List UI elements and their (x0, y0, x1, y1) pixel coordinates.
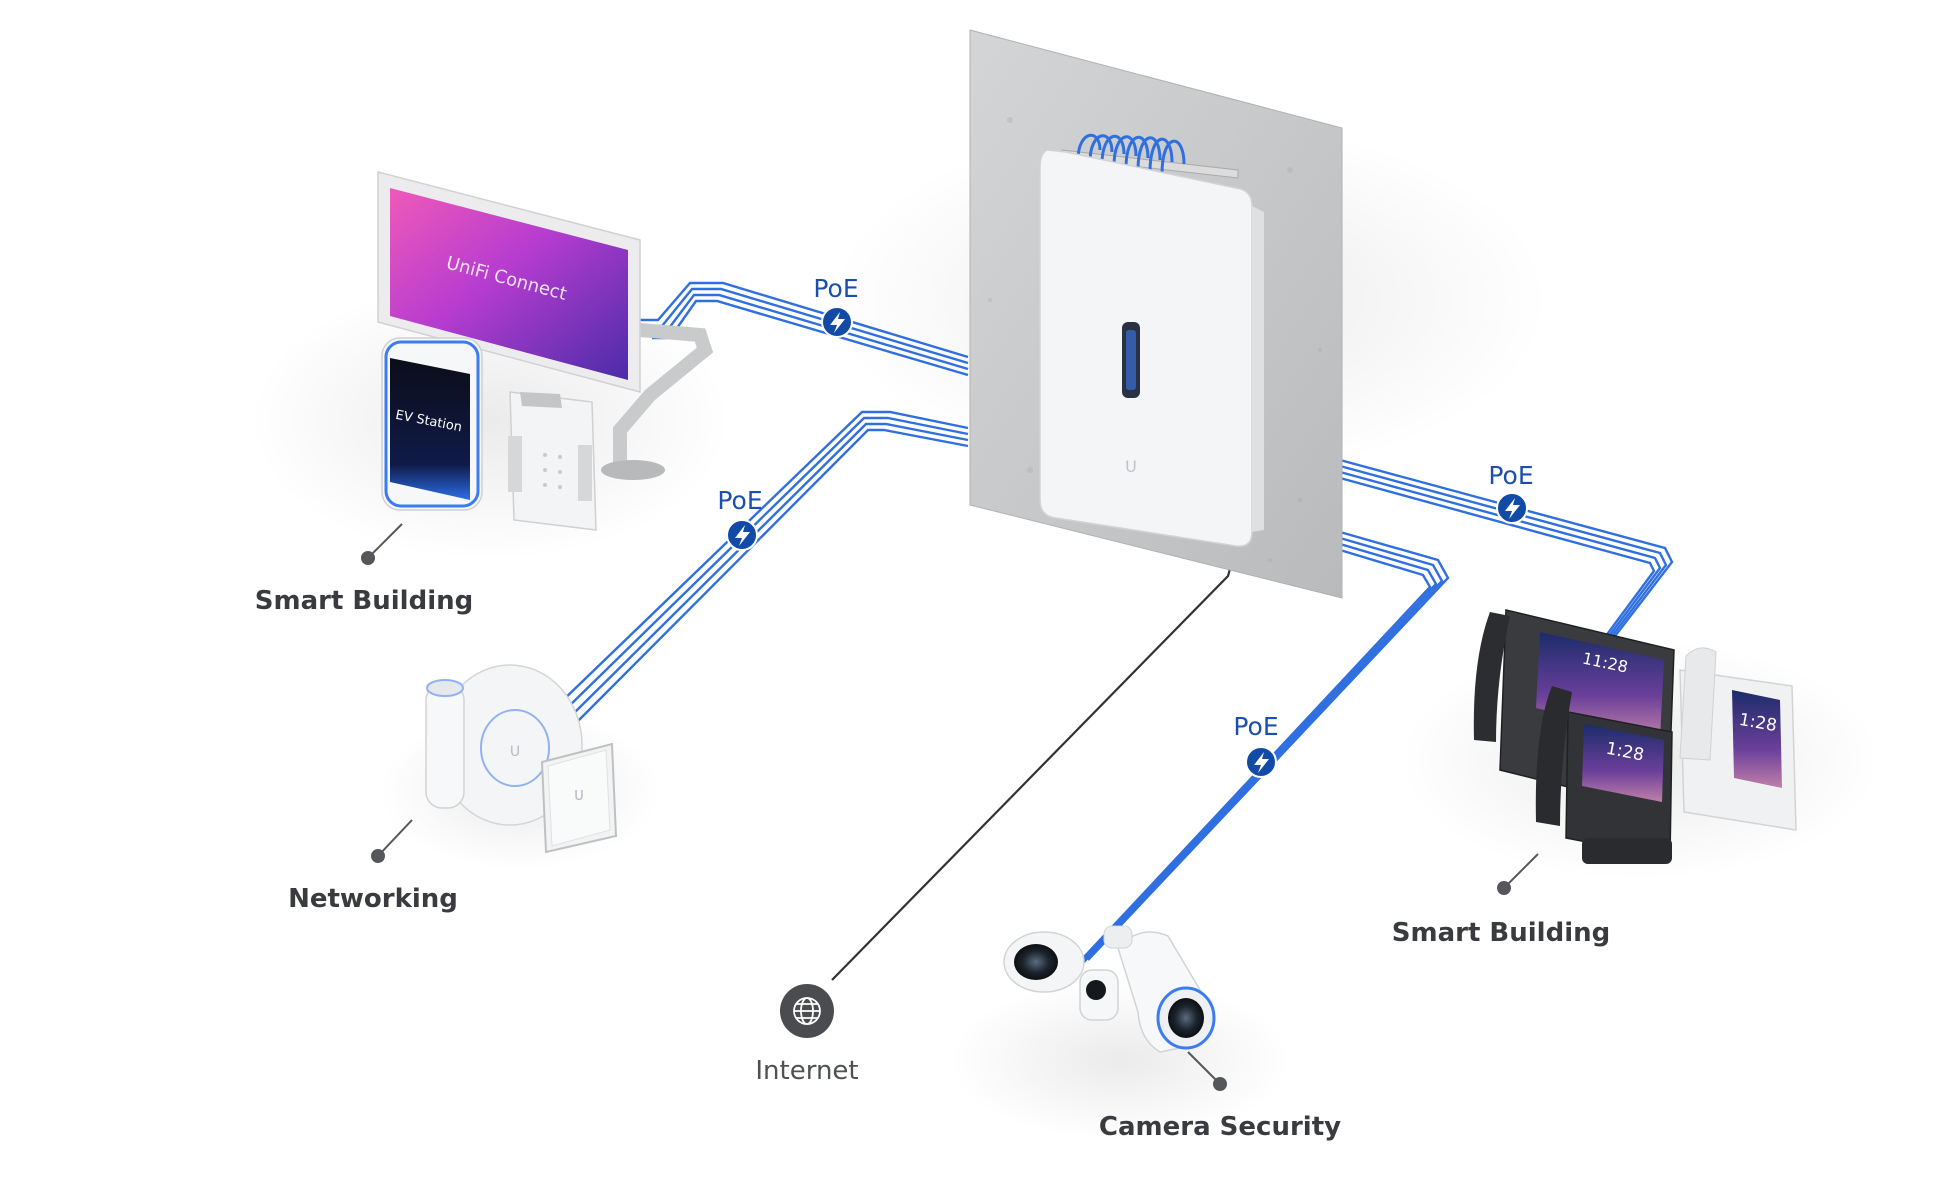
leader-camera-security (1187, 1051, 1227, 1091)
connector-dot-icon (361, 551, 375, 565)
connector-dot-icon (371, 849, 385, 863)
lightning-bolt-icon (830, 312, 845, 333)
phone-handset-a (1473, 612, 1510, 742)
poe-badge-smart-building-left (821, 306, 853, 338)
connector-dot-icon (1497, 881, 1511, 895)
poe-badge-smart-building-right (1496, 492, 1528, 524)
lightning-bolt-icon (735, 525, 750, 546)
gateway-device: U (1039, 149, 1264, 547)
label-smart-building-right: Smart Building (1391, 918, 1611, 948)
networking-devices: U U (425, 664, 618, 854)
poe-label-smart-building-left: PoE (813, 274, 859, 303)
connector-dot-icon (1213, 1077, 1227, 1091)
internet-badge (780, 984, 834, 1038)
monitor-arm-base (601, 460, 665, 480)
leader-smart-building-left (361, 523, 403, 565)
label-networking: Networking (288, 884, 458, 914)
cable-bundle-networking (557, 410, 969, 724)
internet-cable (831, 547, 1238, 981)
camera-security-devices (1003, 925, 1216, 1053)
poe-label-smart-building-right: PoE (1488, 461, 1534, 490)
lightning-bolt-icon (1254, 752, 1269, 773)
lightning-bolt-icon (1505, 498, 1520, 519)
label-camera-security: Camera Security (1098, 1112, 1342, 1142)
label-internet: Internet (755, 1056, 859, 1086)
poe-label-networking: PoE (717, 486, 763, 515)
svg-text:U: U (574, 789, 584, 804)
gateway-top-cables (1076, 133, 1186, 175)
svg-text:U: U (510, 744, 520, 760)
phone-handset-b (1535, 686, 1572, 826)
gateway-logo-icon: U (1125, 457, 1137, 476)
leader-networking (371, 819, 413, 863)
globe-icon (793, 997, 821, 1025)
smart-building-left-devices: UniFi Connect EV Station (377, 171, 714, 531)
label-smart-building-left: Smart Building (254, 586, 474, 616)
poe-badge-networking (726, 519, 758, 551)
poe-badge-camera-security (1245, 746, 1277, 778)
leader-smart-building-right (1497, 853, 1539, 895)
smart-building-right-devices: 11:28 1:28 1:28 (1473, 609, 1797, 864)
cylinder-access-point (425, 683, 465, 809)
poe-label-camera-security: PoE (1233, 712, 1279, 741)
